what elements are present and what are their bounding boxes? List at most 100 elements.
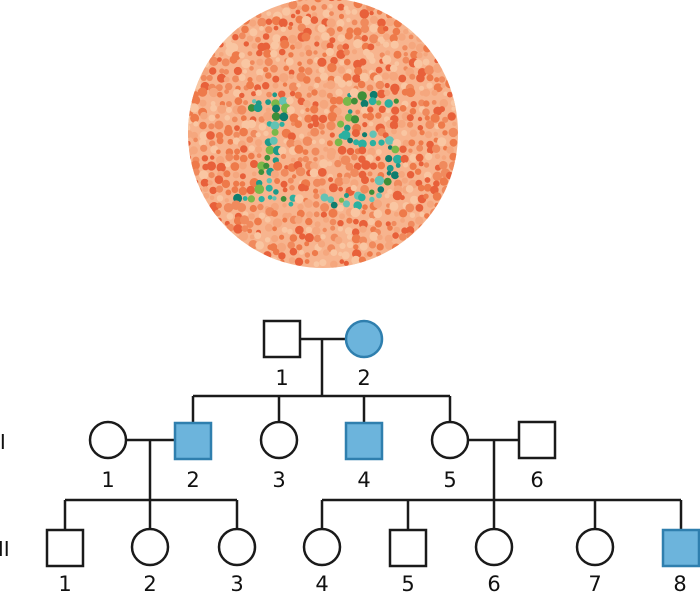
plate-dot — [290, 13, 296, 19]
pedigree-male-I1 — [262, 319, 302, 359]
plate-dot — [224, 161, 231, 168]
plate-dot — [207, 180, 213, 186]
plate-dot — [255, 89, 262, 96]
plate-dot — [326, 42, 334, 50]
plate-dot — [409, 73, 416, 80]
plate-dot — [248, 152, 255, 160]
plate-dot — [280, 180, 288, 188]
plate-dot — [361, 210, 366, 215]
plate-dot — [384, 99, 393, 108]
plate-dot — [270, 257, 278, 265]
plate-dot — [221, 179, 231, 189]
plate-dot — [286, 139, 296, 148]
plate-dot — [344, 124, 351, 132]
plate-dot — [334, 138, 343, 147]
plate-dot — [258, 169, 265, 176]
plate-dot — [226, 107, 232, 113]
plate-dot — [419, 85, 424, 91]
plate-dot — [422, 108, 430, 116]
plate-dot — [344, 227, 353, 235]
plate-dot — [359, 225, 367, 233]
plate-dot — [383, 26, 389, 32]
plate-dot — [288, 201, 294, 207]
plate-dot — [406, 226, 415, 235]
plate-dot — [294, 194, 304, 204]
plate-dot — [278, 146, 287, 156]
plate-dot — [434, 77, 440, 83]
plate-dot — [449, 138, 458, 147]
plate-dot — [259, 26, 264, 31]
plate-dot — [330, 249, 338, 256]
plate-dot — [270, 50, 278, 58]
plate-dot — [280, 26, 286, 32]
plate-dot — [240, 115, 247, 122]
plate-dot — [263, 130, 269, 137]
plate-dot — [197, 87, 208, 97]
plate-dot — [449, 152, 458, 161]
plate-dot — [343, 49, 350, 56]
plate-dot — [336, 172, 343, 179]
plate-dot — [369, 162, 377, 170]
plate-dot — [312, 201, 320, 208]
plate-dot — [188, 154, 192, 161]
plate-dot — [424, 177, 431, 183]
plate-dot — [375, 80, 385, 90]
plate-dot — [287, 177, 294, 184]
plate-dot — [337, 145, 347, 155]
plate-dot — [318, 123, 325, 130]
plate-dot — [336, 204, 344, 212]
plate-dot — [317, 168, 327, 177]
plate-dot — [301, 15, 312, 26]
plate-dot — [353, 39, 363, 49]
plate-dot — [217, 41, 224, 48]
plate-dot — [358, 193, 366, 202]
plate-dot — [423, 171, 432, 180]
plate-dot — [257, 203, 264, 211]
plate-dot — [210, 155, 215, 160]
plate-dot — [272, 82, 279, 89]
plate-dot — [314, 41, 320, 47]
plate-dot — [346, 217, 353, 224]
plate-dot — [223, 170, 231, 178]
plate-dot — [305, 107, 310, 113]
plate-dot — [419, 211, 425, 217]
member-label-II4: 4 — [357, 468, 370, 492]
plate-hidden-digits: 15 — [223, 67, 414, 241]
plate-dot — [304, 233, 314, 243]
plate-dot — [387, 225, 393, 231]
plate-dot — [368, 121, 374, 127]
plate-dot — [314, 35, 320, 41]
pedigree-male-II2-affected — [173, 421, 213, 461]
plate-dot — [360, 99, 369, 108]
plate-dot — [294, 215, 303, 224]
plate-dot — [320, 211, 327, 218]
plate-dot — [321, 32, 330, 41]
plate-dot — [415, 43, 425, 53]
plate-dot — [340, 130, 351, 140]
plate-dot — [342, 96, 352, 106]
plate-dot — [330, 260, 338, 268]
plate-dot — [216, 202, 222, 209]
plate-dot — [233, 66, 242, 76]
plate-dot — [426, 200, 434, 208]
plate-dot — [318, 89, 327, 98]
plate-dot — [311, 12, 318, 18]
plate-dot — [392, 190, 403, 201]
plate-dot — [256, 49, 263, 57]
plate-dot — [345, 9, 351, 15]
member-label-III3: 3 — [230, 572, 243, 596]
plate-dot — [278, 90, 286, 99]
plate-dot — [369, 57, 376, 64]
plate-dot — [336, 44, 344, 51]
plate-dot — [246, 81, 255, 90]
plate-dot — [369, 23, 379, 33]
plate-dot — [206, 161, 216, 171]
plate-dot — [288, 0, 298, 10]
plate-dot — [322, 249, 330, 256]
plate-dot — [289, 234, 298, 242]
plate-dot — [339, 242, 346, 249]
plate-dot — [249, 234, 255, 240]
plate-dot — [343, 5, 349, 11]
plate-dot — [383, 89, 391, 97]
